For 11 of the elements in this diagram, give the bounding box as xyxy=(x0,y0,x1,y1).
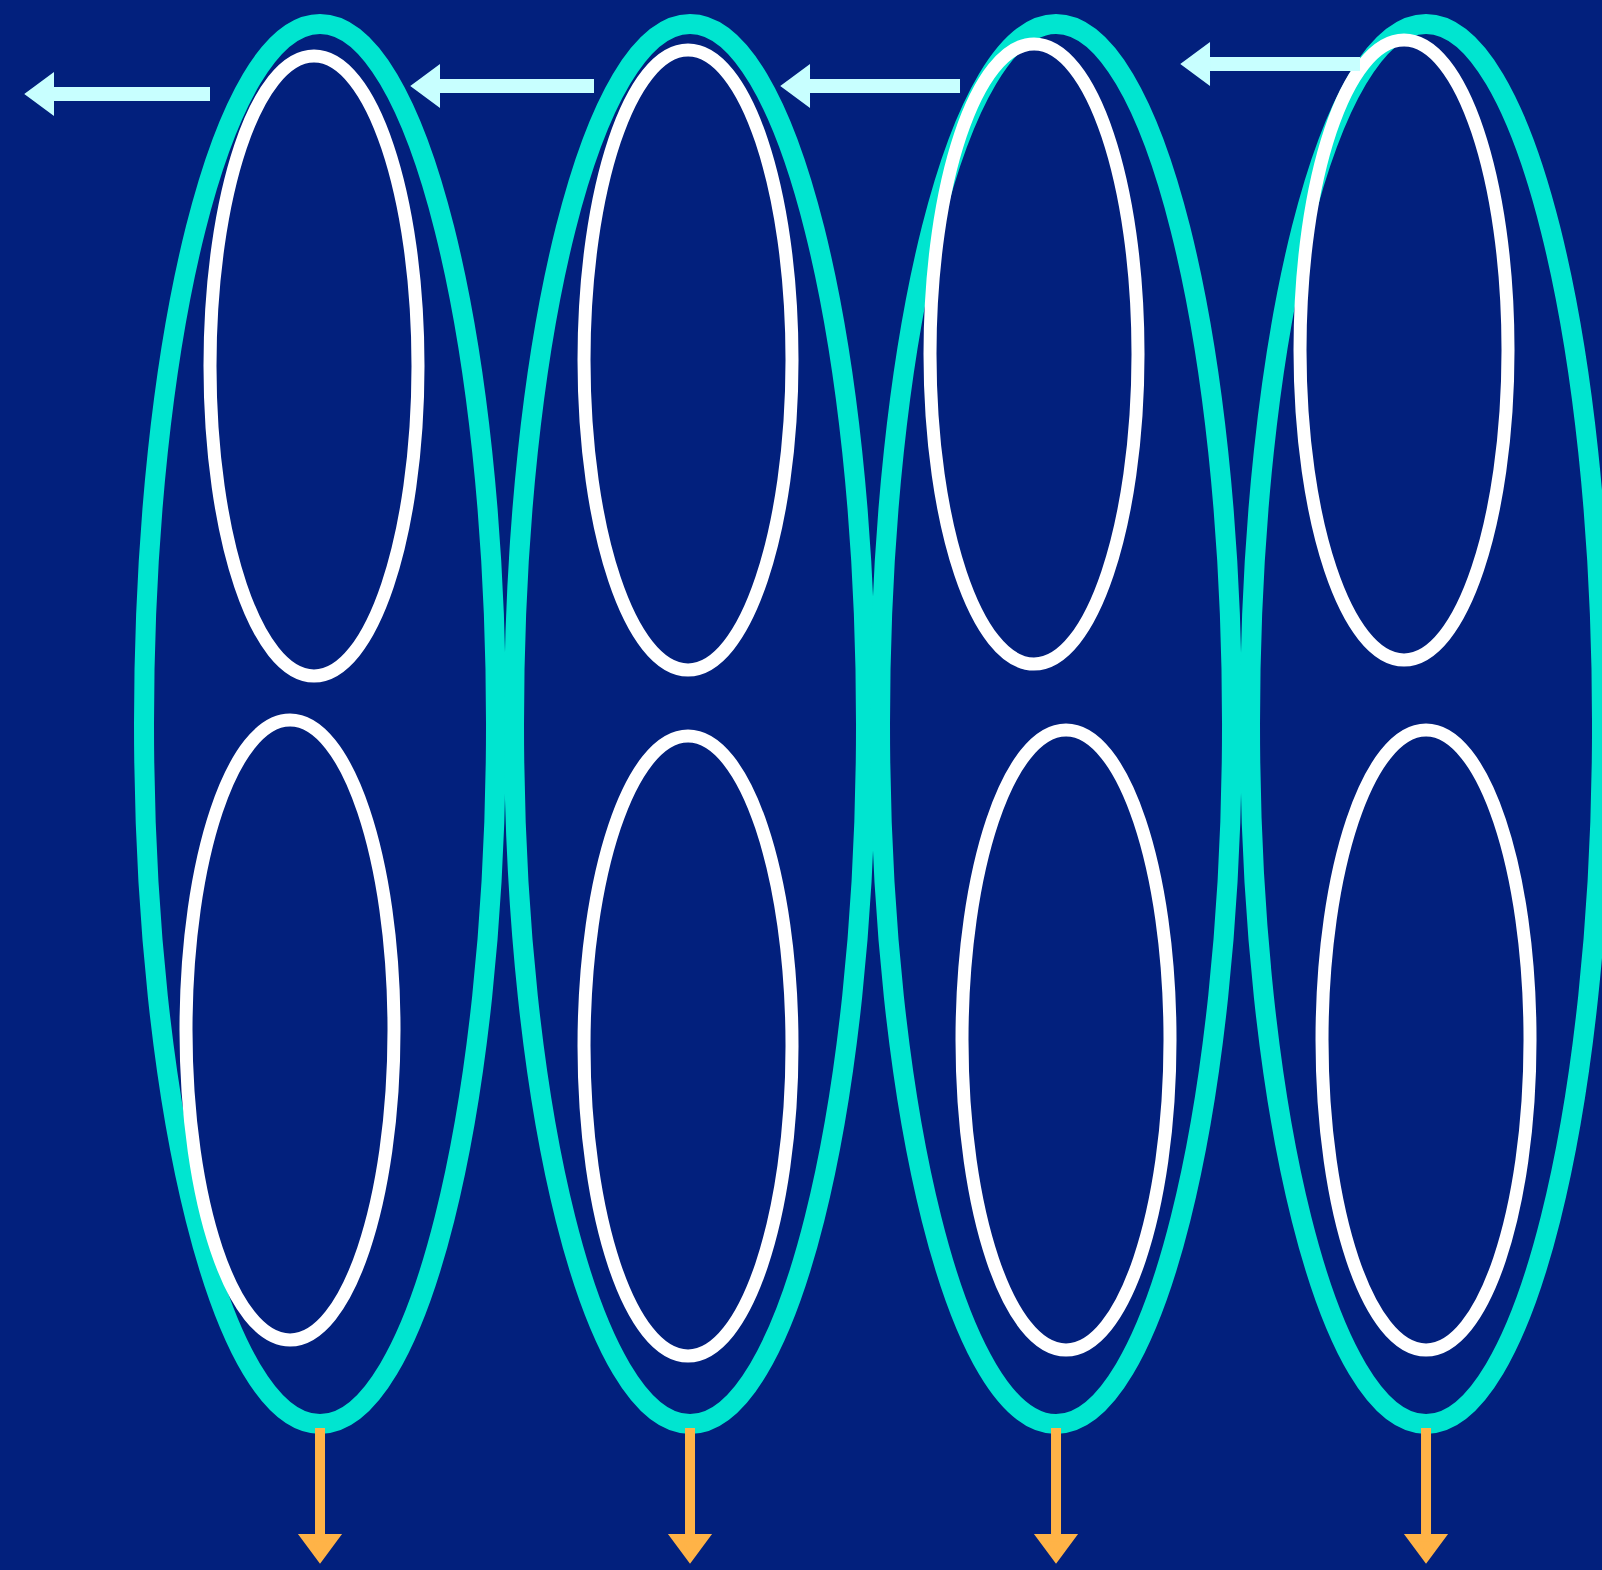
inner-ellipse xyxy=(1315,723,1537,1357)
outer-ellipse xyxy=(870,14,1242,1434)
inner-ellipse xyxy=(203,49,425,683)
inner-ellipse xyxy=(577,729,799,1363)
inner-ellipse xyxy=(923,37,1145,671)
inner-ellipse xyxy=(955,723,1177,1357)
inner-ellipse xyxy=(1293,33,1515,667)
outer-ellipse xyxy=(134,14,506,1434)
inner-ellipse xyxy=(179,713,401,1347)
outer-ellipse xyxy=(504,14,876,1434)
inner-ellipse xyxy=(577,43,799,677)
